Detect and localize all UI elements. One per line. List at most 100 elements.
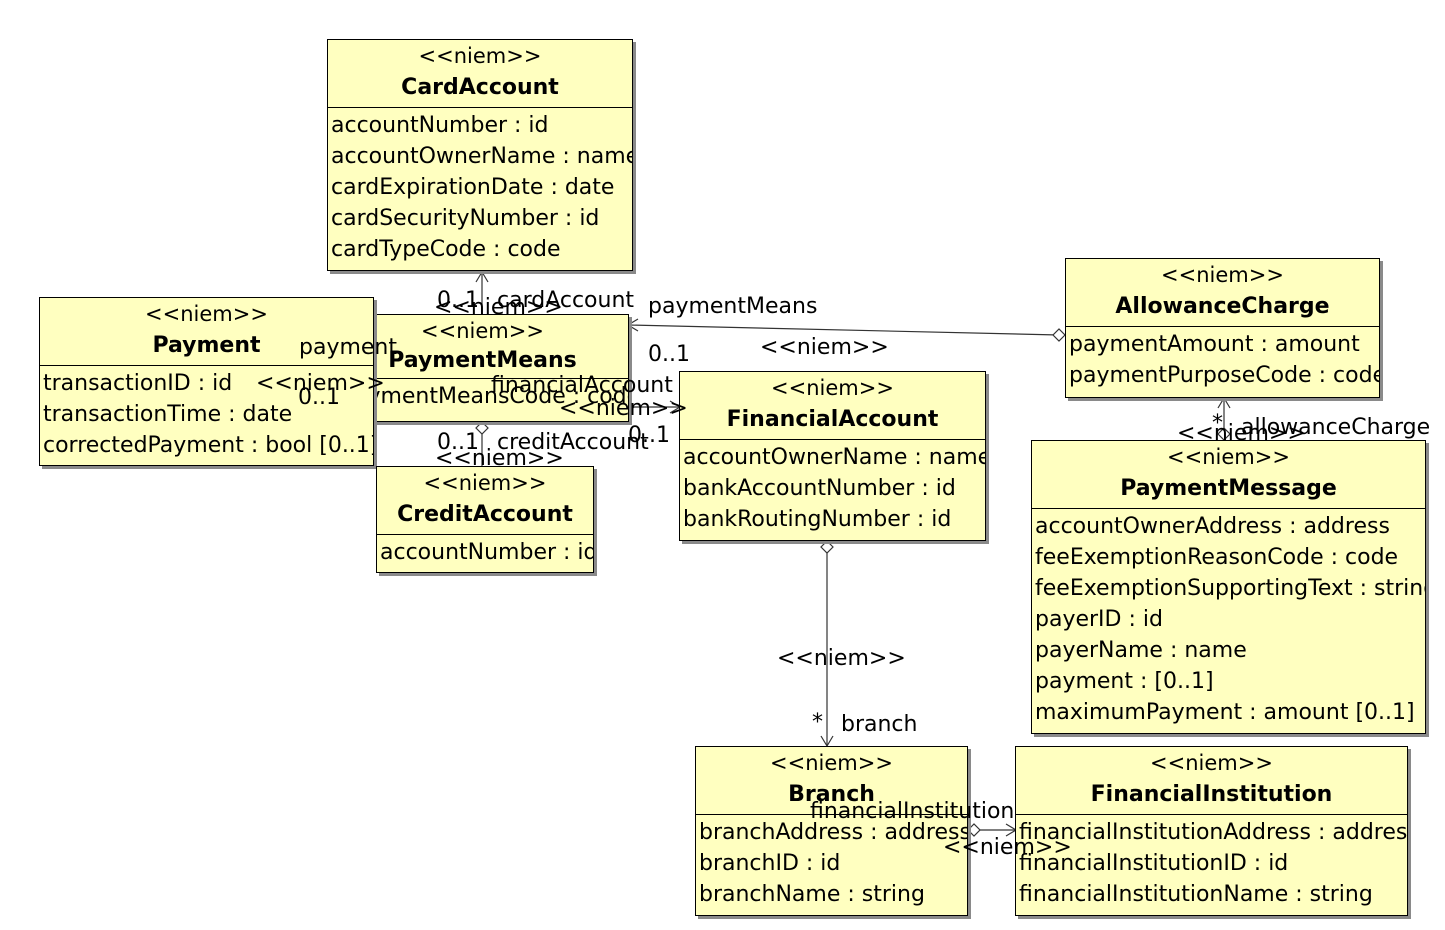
multiplicity-label-card-account: 0..1	[437, 288, 479, 313]
role-label-branch: branch	[841, 712, 918, 737]
class-branch[interactable]: <<niem>> Branch branchAddress : address …	[695, 746, 968, 916]
stereotype-label: <<niem>>	[1167, 445, 1290, 469]
assoc-line-payment-means	[627, 324, 1060, 336]
role-label-credit-account: creditAccount	[497, 430, 649, 455]
attribute: payment : [0..1]	[1035, 669, 1214, 694]
role-label-payment-means: paymentMeans	[648, 294, 818, 319]
attribute: accountOwnerName : name	[331, 144, 633, 169]
attribute: financialInstitutionName : string	[1019, 882, 1373, 907]
class-payment-message[interactable]: <<niem>> PaymentMessage accountOwnerAddr…	[1031, 440, 1426, 734]
class-payment-means[interactable]: <<niem>> PaymentMeans paymentMeansCode :…	[336, 314, 629, 422]
attribute-list: transactionID : id transactionTime : dat…	[40, 366, 373, 461]
attribute: financialInstitutionID : id	[1019, 851, 1289, 876]
class-header: <<niem>> FinancialInstitution	[1016, 747, 1407, 815]
attribute: transactionTime : date	[43, 402, 293, 427]
class-financial-institution[interactable]: <<niem>> FinancialInstitution financialI…	[1015, 746, 1408, 916]
class-name: FinancialInstitution	[1090, 782, 1333, 807]
stereotype-label: <<niem>>	[423, 471, 547, 495]
class-header: <<niem>> PaymentMeans	[337, 315, 628, 379]
attribute: bankRoutingNumber : id	[683, 507, 952, 532]
multiplicity-label-credit-account: 0..1	[437, 430, 479, 455]
class-header: <<niem>> Payment	[40, 298, 373, 366]
attribute: bankAccountNumber : id	[683, 476, 956, 501]
class-name: PaymentMeans	[388, 348, 577, 373]
stereotype-label-allowance-charge: <<niem>>	[1177, 421, 1306, 446]
stereotype-label-credit-account: <<niem>>	[435, 446, 564, 471]
class-header: <<niem>> AllowanceCharge	[1066, 259, 1379, 327]
class-card-account[interactable]: <<niem>> CardAccount accountNumber : id …	[327, 39, 633, 271]
class-name: CreditAccount	[397, 502, 573, 527]
arrowhead-allowance-charge	[1217, 396, 1231, 409]
attribute: branchAddress : address	[699, 820, 968, 845]
attribute: correctedPayment : bool [0..1]	[43, 433, 374, 458]
attribute: branchName : string	[699, 882, 925, 907]
class-financial-account[interactable]: <<niem>> FinancialAccount accountOwnerNa…	[679, 371, 986, 541]
role-label-financial-institution: financialInstitution	[810, 799, 1015, 824]
arrowhead-card-account	[475, 270, 489, 283]
multiplicity-label-financial-account: 0..1	[628, 423, 670, 448]
attribute-list: paymentMeansCode : code	[337, 379, 628, 412]
diamond-financial-institution	[967, 823, 981, 837]
attribute: paymentMeansCode : code	[340, 384, 629, 409]
stereotype-label: <<niem>>	[771, 376, 894, 400]
attribute: payerID : id	[1035, 607, 1163, 632]
stereotype-label: <<niem>>	[145, 302, 268, 326]
class-name: PaymentMessage	[1120, 476, 1337, 501]
attribute: transactionID : id	[43, 371, 233, 396]
attribute: accountOwnerName : name	[683, 445, 986, 470]
attribute: cardSecurityNumber : id	[331, 206, 600, 231]
stereotype-label-branch: <<niem>>	[777, 646, 906, 671]
stereotype-label: <<niem>>	[1161, 263, 1284, 287]
attribute: cardExpirationDate : date	[331, 175, 615, 200]
multiplicity-label-allowance-charge: *	[1212, 411, 1223, 436]
class-allowance-charge[interactable]: <<niem>> AllowanceCharge paymentAmount :…	[1065, 258, 1380, 398]
stereotype-label-financial-account: <<niem>>	[559, 396, 688, 421]
attribute: cardTypeCode : code	[331, 237, 561, 262]
stereotype-label: <<niem>>	[418, 44, 542, 68]
attribute-list: accountOwnerAddress : address feeExempti…	[1032, 509, 1425, 728]
multiplicity-label-branch: *	[812, 710, 823, 735]
class-header: <<niem>> PaymentMessage	[1032, 441, 1425, 509]
multiplicity-label-payment: 0..1	[298, 385, 340, 410]
attribute: feeExemptionSupportingText : string	[1035, 576, 1426, 601]
class-name: Branch	[788, 782, 875, 807]
attribute: branchID : id	[699, 851, 841, 876]
attribute-list: branchAddress : address branchID : id br…	[696, 815, 967, 910]
attribute-list: financialInstitutionAddress : address fi…	[1016, 815, 1407, 910]
role-label-allowance-charge: allowanceCharge	[1241, 415, 1431, 440]
class-name: AllowanceCharge	[1115, 294, 1330, 319]
attribute-list: accountOwnerName : name bankAccountNumbe…	[680, 440, 985, 535]
class-name: Payment	[152, 333, 261, 358]
attribute: accountNumber : id	[331, 113, 549, 138]
class-credit-account[interactable]: <<niem>> CreditAccount accountNumber : i…	[376, 466, 594, 573]
attribute: financialInstitutionAddress : address	[1019, 820, 1408, 845]
class-name: CardAccount	[401, 75, 559, 100]
multiplicity-label-payment-means: 0..1	[648, 342, 690, 367]
attribute: payerName : name	[1035, 638, 1247, 663]
stereotype-label-financial-institution: <<niem>>	[943, 835, 1072, 860]
class-header: <<niem>> CardAccount	[328, 40, 632, 108]
stereotype-label: <<niem>>	[1150, 751, 1273, 775]
class-header: <<niem>> FinancialAccount	[680, 372, 985, 440]
stereotype-label: <<niem>>	[421, 319, 544, 343]
role-label-payment: payment	[299, 335, 398, 360]
diamond-payment-means	[1052, 328, 1066, 342]
attribute-list: accountNumber : id accountOwnerName : na…	[328, 108, 632, 265]
stereotype-label: <<niem>>	[770, 751, 893, 775]
attribute-list: accountNumber : id	[377, 535, 593, 568]
role-label-card-account: cardAccount	[497, 288, 635, 313]
stereotype-label-card-account: <<niem>>	[434, 295, 563, 320]
diamond-branch	[820, 540, 834, 554]
class-name: FinancialAccount	[726, 407, 939, 432]
stereotype-label-payment-means: <<niem>>	[760, 335, 889, 360]
class-header: <<niem>> Branch	[696, 747, 967, 815]
attribute: paymentAmount : amount	[1069, 332, 1360, 357]
attribute: feeExemptionReasonCode : code	[1035, 545, 1399, 570]
attribute: maximumPayment : amount [0..1]	[1035, 700, 1415, 725]
class-payment[interactable]: <<niem>> Payment transactionID : id tran…	[39, 297, 374, 466]
attribute: paymentPurposeCode : code	[1069, 363, 1380, 388]
diamond-credit-account	[475, 421, 489, 435]
stereotype-label-payment: <<niem>>	[256, 371, 385, 396]
attribute-list: paymentAmount : amount paymentPurposeCod…	[1066, 327, 1379, 391]
attribute: accountOwnerAddress : address	[1035, 514, 1390, 539]
